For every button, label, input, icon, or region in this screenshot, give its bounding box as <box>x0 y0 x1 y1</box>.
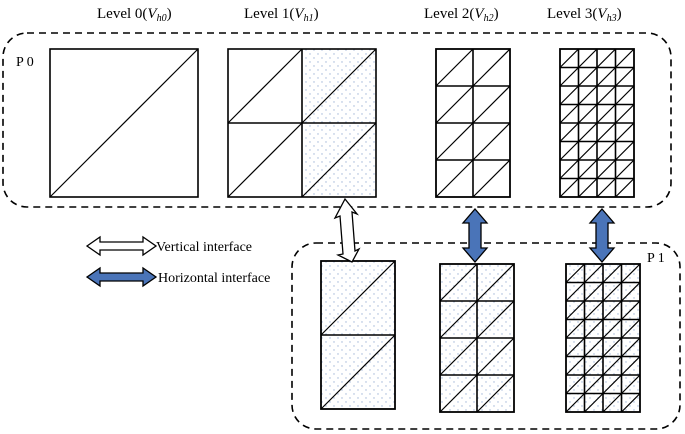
level-0-label: Level 0(Vh0) <box>97 6 172 24</box>
process-p0-label: P 0 <box>16 55 34 70</box>
process-p1-label: P 1 <box>647 251 665 266</box>
process-p0-boundary <box>2 32 672 208</box>
legend-horizontal-label: Horizontal interface <box>158 271 270 286</box>
p1-level-2-mesh <box>439 263 515 413</box>
p1-level-3-mesh <box>565 263 641 413</box>
legend-horizontal-interface: Horizontal interface <box>85 266 270 288</box>
horizontal-interface-arrow-level-2 <box>461 208 489 263</box>
level-2-label: Level 2(Vh2) <box>424 6 499 24</box>
legend-vertical-label: Vertical interface <box>156 240 252 255</box>
p0-level-1-mesh <box>227 48 377 198</box>
vertical-interface-legend-arrow <box>85 235 158 257</box>
p1-level-1-mesh <box>320 260 396 410</box>
p0-level-0-mesh <box>49 48 199 198</box>
process-p1-boundary <box>291 242 681 430</box>
horizontal-interface-arrow-level-3 <box>588 208 616 263</box>
level-3-label: Level 3(Vh3) <box>547 6 622 24</box>
p0-level-2-mesh <box>435 48 511 198</box>
level-1-label: Level 1(Vh1) <box>244 6 319 24</box>
legend-vertical-interface: Vertical interface <box>85 235 252 257</box>
vertical-interface-arrow <box>333 197 361 263</box>
p0-level-3-mesh <box>559 48 635 198</box>
horizontal-interface-legend-arrow <box>85 266 158 288</box>
